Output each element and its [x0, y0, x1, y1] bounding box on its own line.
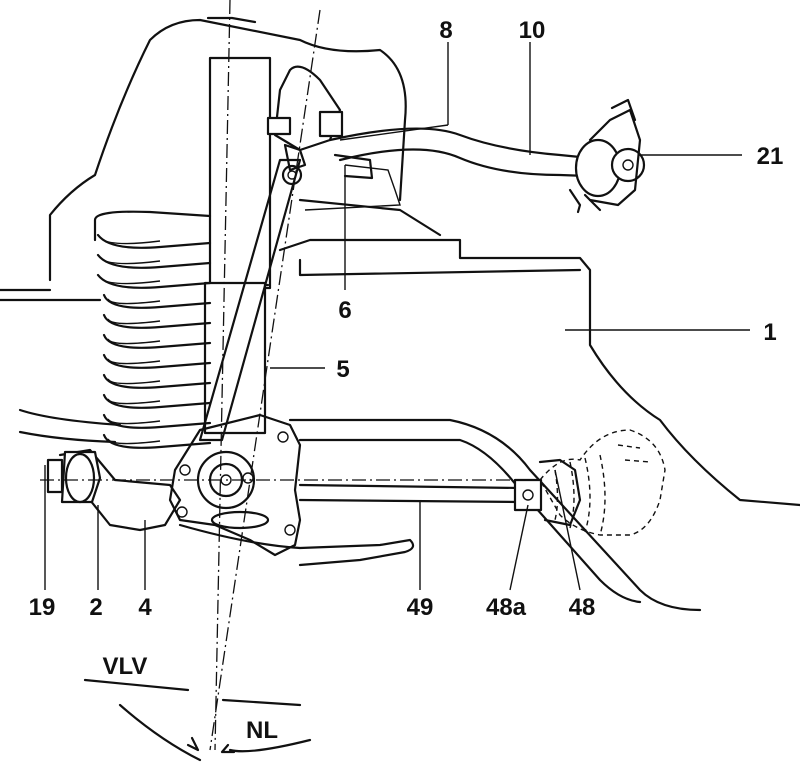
spring-coil: [96, 273, 212, 289]
spring-coil: [96, 253, 212, 269]
label-6: 6: [338, 297, 351, 324]
steering-knuckle: [168, 413, 302, 557]
label-21: 21: [757, 143, 784, 170]
spring-coil-shade: [101, 278, 161, 285]
spring-coil: [102, 293, 212, 309]
spring-coil-shade: [107, 398, 161, 405]
label-48a: 48a: [486, 594, 527, 621]
shock-absorber: [203, 56, 272, 435]
label-vlv: VLV: [103, 653, 148, 680]
spring-coil-shade: [107, 438, 161, 445]
label-2: 2: [89, 594, 102, 621]
body-outline: [0, 18, 800, 612]
label-10: 10: [519, 17, 546, 44]
spring-coil: [102, 393, 212, 409]
spring-coil-shade: [107, 338, 161, 345]
top-mount: [266, 65, 344, 172]
axis-lines: [40, 0, 520, 751]
label-8: 8: [439, 17, 452, 44]
spring-coil-shade: [107, 298, 161, 305]
spring-coil: [102, 333, 212, 349]
spring-coil-shade: [107, 378, 161, 385]
spring-coil-shade: [107, 318, 161, 325]
anti-roll-bar-mount: [568, 98, 646, 214]
label-48: 48: [569, 594, 596, 621]
steering-boot: [538, 429, 666, 536]
spring-coil: [102, 433, 212, 449]
spring-coil: [96, 233, 212, 249]
lower-control-arm: [46, 448, 415, 567]
angle-markers: [83, 678, 312, 762]
label-nl: NL: [246, 717, 278, 744]
label-4: 4: [138, 594, 152, 621]
part-labels: 8 10 21 6 1 5 19 2 4 49 48a 48 VLV NL: [29, 17, 784, 744]
leader-lines: [44, 42, 750, 591]
label-49: 49: [407, 594, 434, 621]
label-5: 5: [336, 356, 349, 383]
label-1: 1: [763, 319, 776, 346]
spring-coil-shade: [101, 258, 161, 265]
spring-coil-shade: [107, 418, 161, 425]
spring-coil: [102, 353, 212, 369]
anti-roll-bar: [304, 127, 592, 211]
coil-spring: [93, 210, 212, 449]
spring-coil: [102, 373, 212, 389]
tie-rod: [298, 478, 543, 512]
spring-coil-shade: [107, 358, 161, 365]
spring-coil: [102, 313, 212, 329]
spring-coil-shade: [101, 238, 161, 245]
spring-coil: [102, 413, 212, 429]
label-19: 19: [29, 594, 56, 621]
strut-rod: [198, 158, 303, 442]
